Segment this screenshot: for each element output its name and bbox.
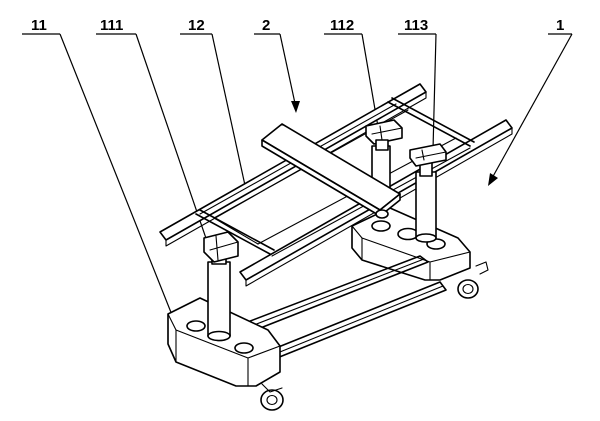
board [261,123,401,219]
leader-cart [490,33,573,181]
label-bed-frame: 12 [188,17,205,34]
label-board: 2 [262,17,270,34]
leader-lines [59,33,573,341]
arrow-board [291,101,300,113]
label-base-column: 111 [100,17,123,34]
reference-labels: 11 111 12 2 112 113 1 [22,17,572,35]
label-base: 11 [31,17,47,34]
label-rear-column: 113 [404,17,428,34]
rear-column [409,143,447,243]
label-cart: 1 [556,17,564,34]
arrow-cart [488,173,498,186]
front-column [203,231,239,342]
leader-base [59,33,183,341]
leader-board [279,33,297,109]
rear-base [351,207,489,299]
label-clamp: 112 [330,17,354,34]
leader-bed-frame [211,33,247,191]
